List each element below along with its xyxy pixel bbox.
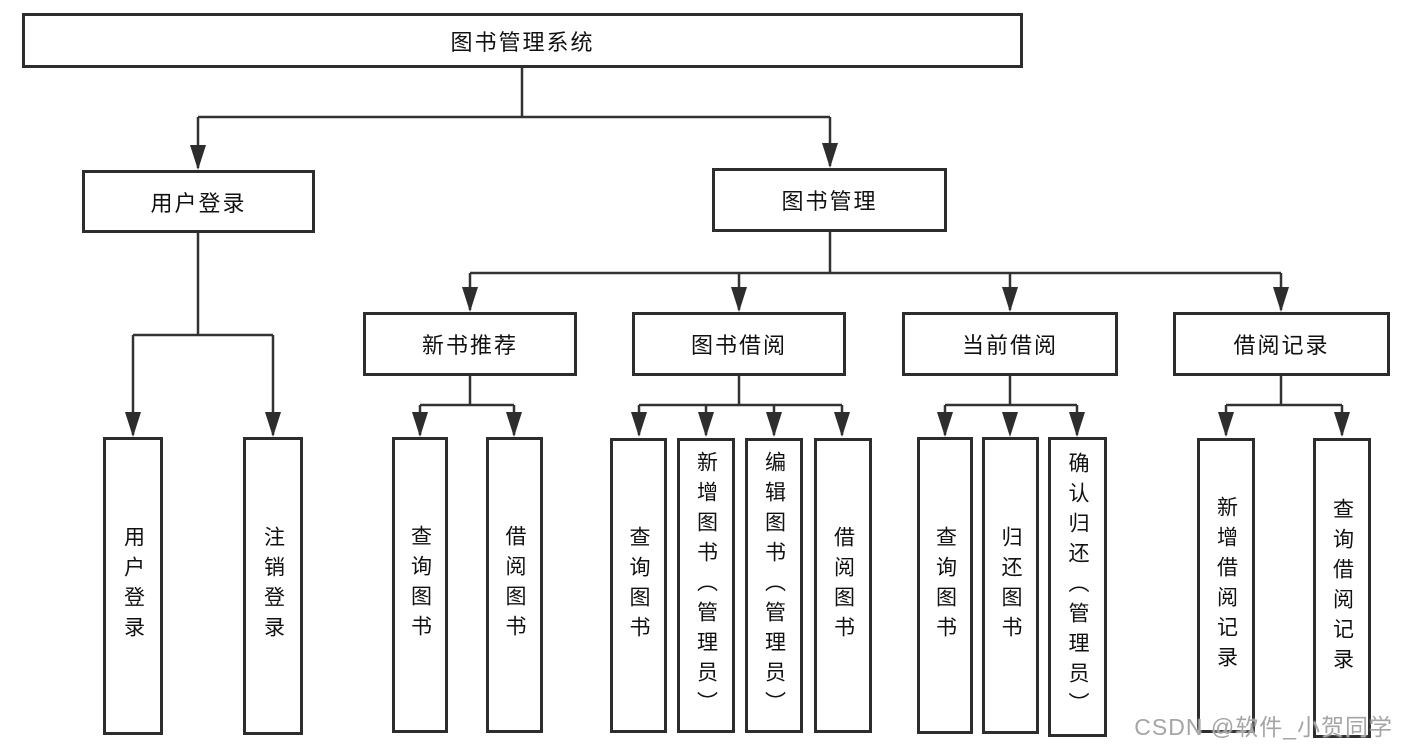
node-user-login: 用户登录 [103, 437, 163, 735]
node-cur-return-books: 归还图书 [982, 437, 1039, 734]
node-borrowing-records: 借阅记录 [1173, 312, 1390, 376]
node-bor-borrow-books: 借阅图书 [814, 438, 872, 733]
node-cur-query-books: 查询图书 [917, 437, 973, 734]
node-current-borrowing: 当前借阅 [902, 312, 1118, 376]
node-book-borrowing: 图书借阅 [632, 312, 846, 376]
node-new-book-recommendation: 新书推荐 [363, 312, 577, 376]
node-recd-add-record: 新增借阅记录 [1197, 438, 1255, 733]
csdn-watermark: CSDN @软件_小贺同学 [1134, 714, 1393, 740]
node-book-management: 图书管理 [712, 168, 947, 232]
node-library-management-system: 图书管理系统 [22, 13, 1023, 68]
node-bor-add-books-admin: 新增图书（管理员） [677, 438, 735, 733]
node-cur-confirm-return-admin: 确认归还（管理员） [1048, 437, 1107, 737]
arrowheads [125, 143, 1350, 437]
node-logout: 注销登录 [243, 437, 303, 735]
node-recd-query-record: 查询借阅记录 [1313, 438, 1371, 738]
node-rec-query-books: 查询图书 [392, 437, 448, 733]
node-rec-borrow-books: 借阅图书 [486, 437, 543, 733]
node-user-login-group: 用户登录 [82, 170, 315, 233]
node-bor-edit-books-admin: 编辑图书（管理员） [745, 438, 803, 733]
tree-edges [131, 68, 1344, 435]
node-bor-query-books: 查询图书 [610, 438, 667, 733]
